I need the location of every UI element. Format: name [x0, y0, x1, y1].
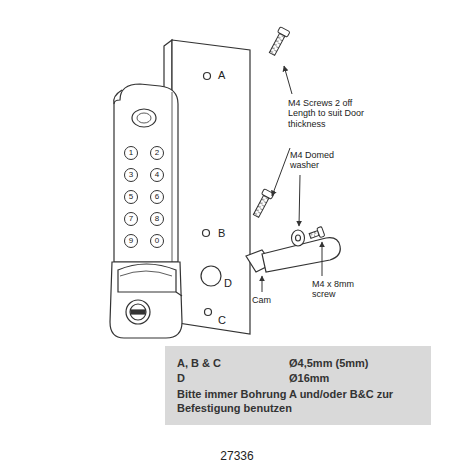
key-digit: 7: [129, 215, 133, 223]
m4-screw-middle: [251, 189, 274, 219]
info-panel: A, B & CØ4,5mm (5mm)DØ16mmBitte immer Bo…: [165, 346, 431, 425]
note-text: Bitte immer Bohrung A und/oder B&C zur B…: [177, 387, 419, 416]
m4-screw-top: [267, 27, 290, 57]
table-cell: D: [177, 371, 289, 385]
callout-text: M4 Screws 2 off Length to suit Door thic…: [288, 98, 366, 129]
part-number: 27336: [220, 450, 253, 464]
hole-letter: B: [218, 227, 225, 240]
m4x8-screw: [308, 227, 325, 241]
table-cell: Ø4,5mm (5mm): [289, 356, 419, 370]
key-digit: 0: [155, 237, 159, 245]
keypad-button: 9: [124, 234, 138, 248]
keypad-button: 3: [124, 168, 138, 182]
key-digit: 9: [129, 237, 133, 245]
table-cell: Ø16mm: [289, 371, 419, 385]
keypad-button: 4: [150, 168, 164, 182]
keypad-button: 0: [150, 234, 164, 248]
keypad-body: [110, 84, 182, 338]
key-digit: 3: [129, 171, 133, 179]
key-digit: 6: [155, 193, 159, 201]
keypad-button: 6: [150, 190, 164, 204]
callout-text: Cam: [252, 295, 271, 305]
keypad-button: 2: [150, 146, 164, 160]
hole-letter: A: [218, 69, 225, 82]
table-cell: A, B & C: [177, 356, 289, 370]
key-digit: 5: [129, 193, 133, 201]
key-digit: 4: [155, 171, 159, 179]
domed-washer: [292, 230, 305, 246]
callout-text: M4 Domed washer: [290, 150, 340, 171]
keypad-button: 1: [124, 146, 138, 160]
hole-letter: C: [218, 314, 226, 327]
key-digit: 2: [155, 149, 159, 157]
keypad-button: 8: [150, 212, 164, 226]
keypad-button: 7: [124, 212, 138, 226]
hole-letter: D: [224, 277, 232, 290]
callout-text: M4 x 8mm screw: [312, 279, 358, 300]
key-digit: 1: [129, 149, 133, 157]
key-digit: 8: [155, 215, 159, 223]
keypad-button: 5: [124, 190, 138, 204]
